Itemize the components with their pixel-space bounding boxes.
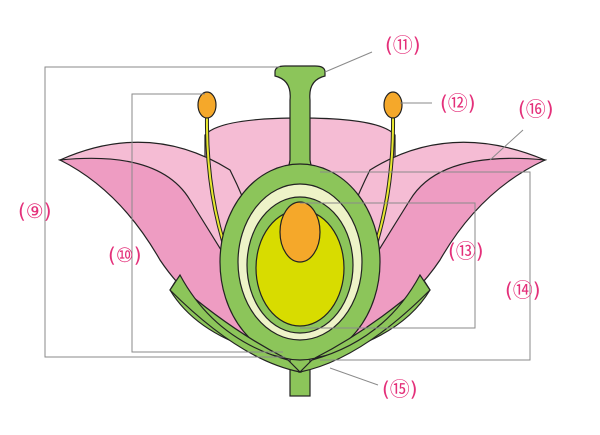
leader-15: [329, 367, 379, 386]
bracket-10: [131, 93, 283, 353]
bracket-14: [320, 171, 531, 361]
bracket-9: [44, 66, 285, 358]
pistil-style: [274, 65, 326, 181]
sepal-left-outer: [169, 273, 302, 373]
label-10: (⑩): [108, 243, 142, 267]
label-12: (⑫): [440, 91, 476, 115]
bracket-13: [300, 202, 476, 329]
label-13: (⑬): [448, 239, 484, 263]
leader-11: [324, 51, 373, 73]
sepal-right-outer: [298, 273, 431, 373]
label-16: (⑯): [518, 97, 554, 121]
anther-right: [383, 91, 403, 119]
leader-16: [489, 129, 524, 161]
anther-left: [197, 91, 217, 119]
label-9: (⑨): [18, 199, 52, 223]
ovule-nucleus: [279, 201, 321, 263]
label-15: (⑮): [382, 377, 418, 401]
label-11: (⑪): [385, 33, 421, 57]
label-14: (⑭): [505, 278, 541, 302]
